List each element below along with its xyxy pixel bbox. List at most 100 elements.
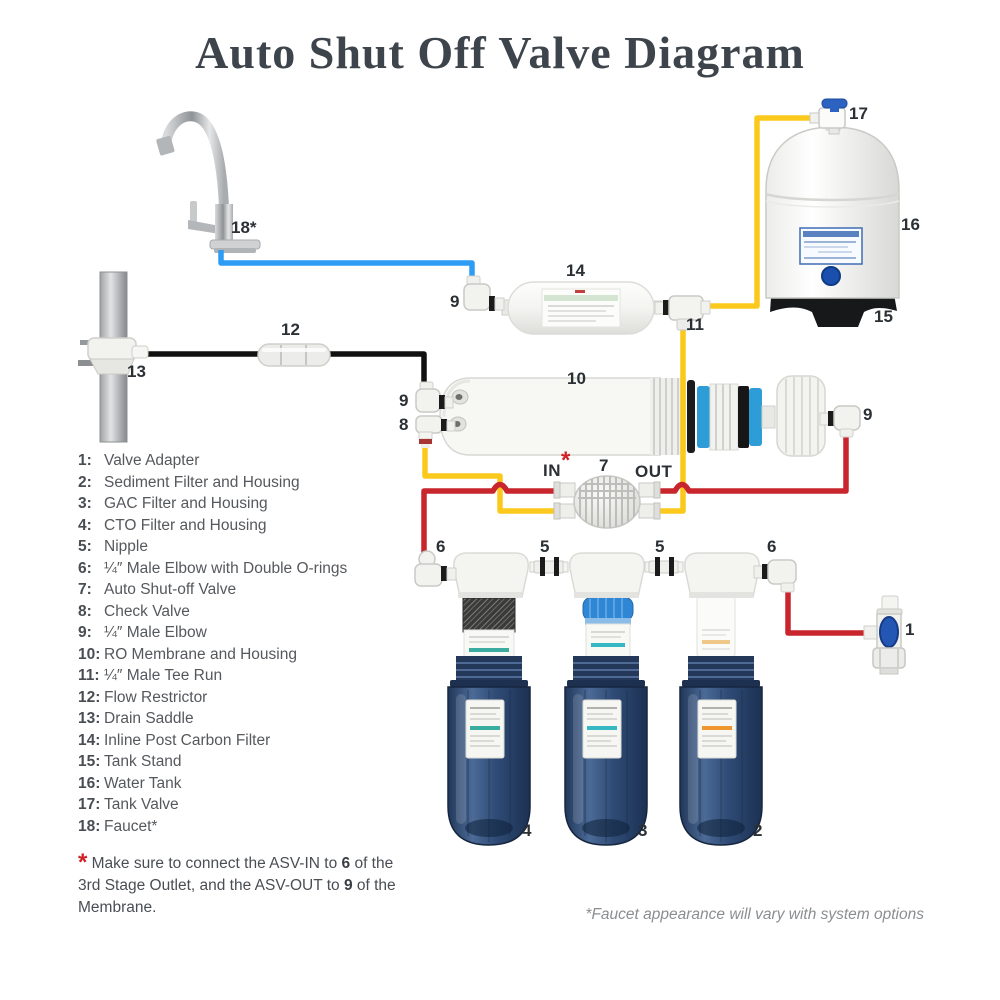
gac-housing-cap (569, 552, 645, 598)
post-carbon-elbow (463, 275, 505, 311)
legend-item: 9:¼″ Male Elbow (78, 624, 207, 641)
label-asv-out: OUT (635, 462, 673, 481)
legend-item: 17:Tank Valve (78, 796, 179, 813)
membrane-cap (776, 375, 826, 457)
membrane-housing (439, 377, 661, 456)
cto-housing (447, 656, 531, 846)
flow-restrictor (257, 343, 331, 367)
membrane-element (697, 383, 776, 451)
footnote-text-1: Make sure to connect the ASV-IN to (87, 855, 342, 872)
membrane-oring (687, 380, 695, 453)
cto-housing-label (465, 699, 505, 759)
nipple-right (644, 557, 684, 576)
footnote-asterisk: * (78, 849, 88, 876)
legend-item: 16:Water Tank (78, 774, 182, 792)
footnote-text-2: of the 3rd Stage Outlet, and the ASV-OUT… (78, 855, 394, 894)
footnote-bold-6: 6 (341, 855, 351, 872)
tank-valve (809, 98, 848, 135)
label-stage1-in-elbow: 6 (767, 537, 777, 556)
auto-shutoff-valve (553, 475, 661, 529)
legend: 1:Valve Adapter 2:Sediment Filter and Ho… (78, 452, 347, 839)
ro-membrane-assembly (439, 375, 826, 457)
label-tank-stand: 15 (874, 307, 893, 326)
footnote-text-3: of the Membrane. (78, 877, 396, 916)
label-asv-in: IN (543, 461, 561, 480)
label-nipple-left: 5 (540, 537, 550, 556)
label-housing-gac: 3 (638, 821, 648, 840)
label-nipple-right: 5 (655, 537, 665, 556)
label-valve-adapter: 1 (905, 620, 915, 639)
legend-item: 18:Faucet* (78, 817, 158, 835)
post-carbon-filter (501, 281, 663, 335)
legend-item: 5:Nipple (78, 538, 148, 555)
legend-item: 7:Auto Shut-off Valve (78, 581, 237, 598)
label-post-carbon-elbow: 9 (450, 292, 460, 311)
membrane-drain-elbow (415, 381, 454, 413)
gac-housing (564, 656, 648, 846)
legend-item: 12:Flow Restrictor (78, 688, 208, 706)
legend-item: 15:Tank Stand (78, 753, 182, 770)
sediment-housing (679, 656, 763, 846)
water-tank (765, 117, 900, 299)
tee-run (654, 295, 711, 331)
label-check-valve: 8 (399, 415, 409, 434)
label-flow-restrictor: 12 (281, 320, 300, 339)
cto-cartridge (462, 597, 516, 633)
check-valve (415, 415, 456, 448)
faucet-handle-lever (188, 220, 220, 234)
tube-red-stage3-to-asv-in (421, 481, 574, 557)
label-faucet: 18* (231, 218, 257, 237)
gac-cartridge (585, 623, 631, 661)
label-membrane: 10 (567, 369, 586, 388)
gac-housing-label (582, 699, 622, 759)
legend-item: 10:RO Membrane and Housing (78, 645, 297, 663)
label-drain-saddle: 13 (127, 362, 146, 381)
cto-housing-cap (453, 552, 529, 598)
faucet-disclaimer: *Faucet appearance will vary with system… (585, 906, 924, 923)
label-housing-sediment: 2 (753, 821, 763, 840)
label-housing-cto: 4 (522, 821, 532, 840)
tube-red-asv-out-to-membrane (640, 432, 849, 494)
nipple-left (529, 557, 569, 576)
legend-item: 8:Check Valve (78, 602, 190, 620)
label-stage3-out-elbow: 6 (436, 537, 446, 556)
label-tee-run: 11 (686, 315, 704, 334)
legend-item: 14:Inline Post Carbon Filter (78, 731, 271, 749)
label-post-carbon: 14 (566, 261, 585, 280)
stage3-out-elbow (414, 550, 457, 587)
legend-item: 11:¼″ Male Tee Run (78, 667, 223, 684)
legend-item: 3:GAC Filter and Housing (78, 495, 268, 512)
label-membrane-out-elbow: 9 (863, 405, 873, 424)
legend-item: 6:¼″ Male Elbow with Double O-rings (78, 559, 348, 577)
footnote-bold-9: 9 (343, 877, 353, 894)
faucet-handle-pin (190, 201, 197, 223)
label-membrane-drain-elbow: 9 (399, 391, 409, 410)
tube-red-feed (785, 589, 870, 636)
legend-item: 13:Drain Saddle (78, 710, 194, 727)
label-asv: 7 (599, 456, 609, 475)
stage-gac (564, 552, 648, 846)
tube-blue-faucet (218, 250, 475, 283)
post-carbon-label (541, 288, 621, 328)
stage-sediment (679, 552, 763, 846)
label-tank-valve: 17 (849, 104, 868, 123)
faucet (156, 111, 261, 253)
tube-yellow-checkvalve-to-asv (422, 445, 574, 514)
stage-cto (447, 552, 531, 846)
footnote: * Make sure to connect the ASV-IN to 6 o… (78, 851, 410, 919)
legend-item: 4:CTO Filter and Housing (78, 516, 267, 534)
valve-adapter (863, 595, 906, 675)
asv-in-asterisk: * (561, 447, 571, 474)
membrane-out-elbow (819, 405, 861, 438)
legend-item: 2:Sediment Filter and Housing (78, 473, 300, 491)
tank-label (799, 227, 863, 265)
sediment-housing-cap (684, 552, 760, 598)
drain-saddle (78, 337, 149, 375)
page-title: Auto Shut Off Valve Diagram (195, 27, 805, 78)
legend-item: 1:Valve Adapter (78, 452, 200, 469)
tank-port-dot (821, 266, 841, 286)
tube-black-drain (140, 351, 427, 383)
tube-yellow-tee-to-tank (704, 115, 818, 309)
